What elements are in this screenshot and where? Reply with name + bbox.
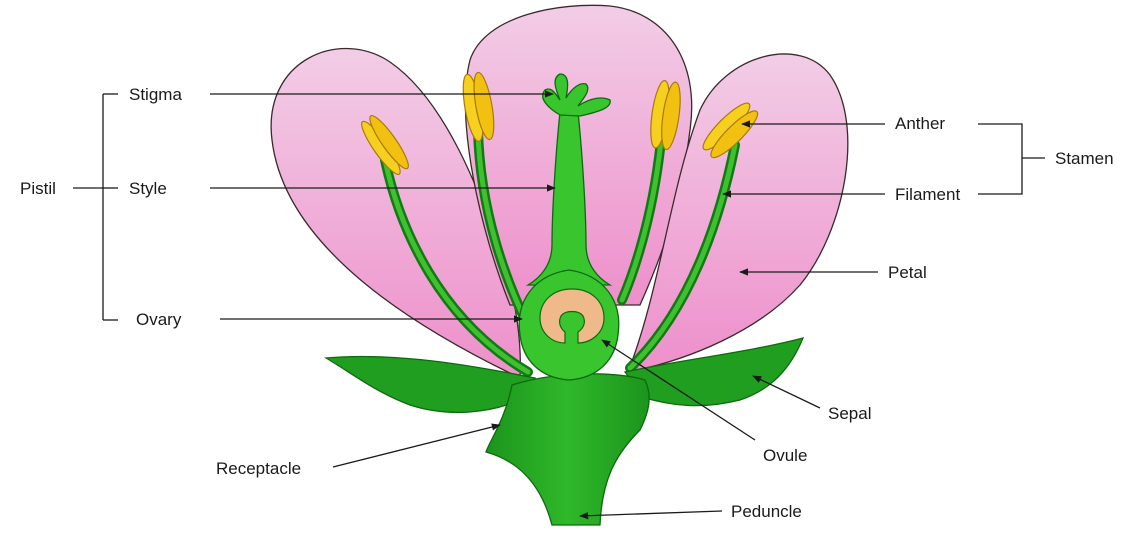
label-sepal: Sepal (828, 404, 871, 424)
label-ovary: Ovary (136, 310, 181, 330)
label-peduncle: Peduncle (731, 502, 802, 522)
ovary (519, 270, 619, 380)
label-stamen: Stamen (1055, 149, 1114, 169)
label-petal: Petal (888, 263, 927, 283)
label-receptacle: Receptacle (216, 459, 301, 479)
label-ovule: Ovule (763, 446, 807, 466)
label-stigma: Stigma (129, 85, 182, 105)
receptacle (486, 374, 649, 525)
label-pistil: Pistil (20, 179, 56, 199)
label-anther: Anther (895, 114, 945, 134)
label-style: Style (129, 179, 167, 199)
label-filament: Filament (895, 185, 960, 205)
